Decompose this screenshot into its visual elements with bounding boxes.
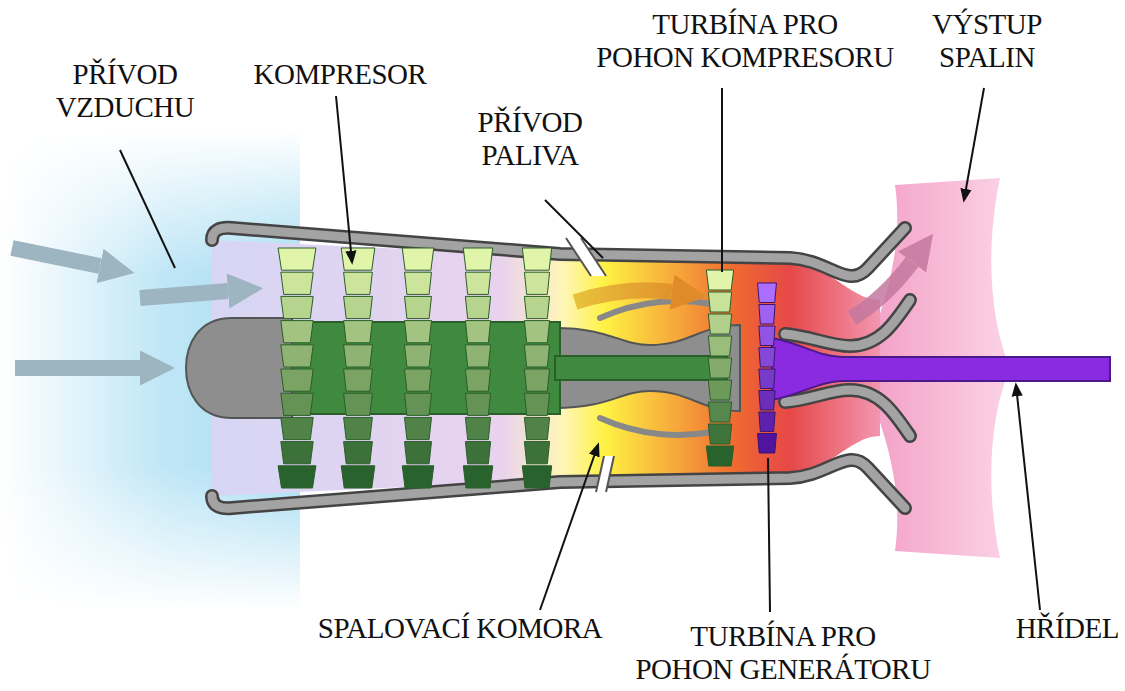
- blade-segment: [344, 393, 373, 415]
- blade-segment: [405, 393, 432, 415]
- blade-segment: [708, 314, 731, 334]
- blade-segment: [758, 434, 777, 454]
- blade-segment: [524, 272, 549, 294]
- air-arrow: [12, 248, 100, 266]
- nose-cone: [186, 318, 292, 418]
- blade-segment: [465, 296, 490, 318]
- air-arrow: [140, 291, 228, 298]
- leader-lines: [120, 88, 1040, 612]
- blade-segment: [465, 272, 490, 294]
- blade-segment: [524, 369, 549, 391]
- blade-segment: [344, 345, 373, 367]
- blade-segment: [524, 393, 549, 415]
- blade-segment: [281, 345, 313, 367]
- blade-segment: [281, 442, 313, 464]
- blade-segment: [405, 345, 432, 367]
- blade-segment: [758, 283, 777, 303]
- fuel-inlet-line: [566, 238, 591, 276]
- blade-segment: [759, 412, 775, 432]
- air-arrow: [15, 360, 140, 376]
- blade-segment: [522, 248, 551, 270]
- blade-segment: [465, 321, 490, 343]
- blade-segment: [281, 369, 313, 391]
- blade-segment: [465, 393, 490, 415]
- blades: [278, 248, 776, 488]
- blade-segment: [344, 417, 373, 439]
- blade-segment: [708, 358, 731, 378]
- blade-segment: [465, 369, 490, 391]
- blade-segment: [759, 391, 775, 411]
- blade-segment: [281, 393, 313, 415]
- fuel-flow-arrow: [575, 290, 672, 302]
- combustor-core: [555, 325, 740, 411]
- blade-segment: [278, 248, 316, 270]
- intake-air: [0, 130, 300, 610]
- blade-segment: [524, 321, 549, 343]
- generator-shaft: [772, 338, 1110, 400]
- blade-segment: [759, 305, 775, 325]
- blade-segment: [465, 417, 490, 439]
- blade-segment: [405, 296, 432, 318]
- blade-segment: [759, 326, 775, 346]
- compressor-label: KOMPRESOR: [225, 58, 455, 91]
- blade-segment: [405, 442, 432, 464]
- blade-segment: [405, 272, 432, 294]
- blade-segment: [341, 466, 375, 488]
- blade-segment: [405, 321, 432, 343]
- blade-segment: [708, 380, 731, 400]
- blade-segment: [344, 272, 373, 294]
- fuel-inlet: [566, 238, 606, 276]
- fuel-inlet: [596, 456, 614, 492]
- blade-segment: [524, 417, 549, 439]
- blade-segment: [524, 296, 549, 318]
- blade-segment: [463, 248, 492, 270]
- blade-segment: [281, 272, 313, 294]
- blade-segment: [708, 336, 731, 356]
- fuel-inlet-line: [606, 456, 614, 492]
- air-intake-label: PŘÍVOD VZDUCHU: [30, 58, 220, 124]
- blade-segment: [759, 348, 775, 368]
- blade-segment: [344, 296, 373, 318]
- blade-segment: [708, 292, 731, 312]
- blade-segment: [281, 417, 313, 439]
- shaft-label: HŘÍDEL: [1016, 612, 1119, 645]
- exhaust-arrow: [852, 262, 912, 318]
- blade-segment: [281, 296, 313, 318]
- blade-segment: [341, 248, 375, 270]
- blade-segment: [405, 369, 432, 391]
- blade-segment: [405, 417, 432, 439]
- blade-segment: [706, 270, 733, 290]
- blade-segment: [524, 345, 549, 367]
- blade-segment: [708, 402, 731, 422]
- blade-segment: [524, 442, 549, 464]
- fuel-inlet-line: [596, 456, 604, 492]
- blade-segment: [465, 442, 490, 464]
- blade-segment: [759, 369, 775, 389]
- blade-segment: [706, 446, 733, 466]
- combustion-chamber-label: SPALOVACÍ KOMORA: [280, 612, 640, 645]
- blade-segment: [463, 466, 492, 488]
- blade-segment: [278, 466, 316, 488]
- compressor-turbine-label: TURBÍNA PRO POHON KOMPRESORU: [575, 8, 915, 74]
- blade-segment: [465, 345, 490, 367]
- blade-segment: [708, 424, 731, 444]
- blade-segment: [522, 466, 551, 488]
- blade-segment: [344, 369, 373, 391]
- blade-segment: [402, 466, 434, 488]
- blade-segment: [402, 248, 434, 270]
- blade-segment: [344, 321, 373, 343]
- blade-segment: [281, 321, 313, 343]
- fuel-inlet-label: PŘÍVOD PALIVA: [455, 106, 605, 172]
- exhaust-label: VÝSTUP SPALIN: [912, 8, 1062, 74]
- compressor-shaft: [555, 356, 727, 380]
- generator-turbine-label: TURBÍNA PRO POHON GENERÁTORU: [598, 620, 968, 686]
- blade-segment: [344, 442, 373, 464]
